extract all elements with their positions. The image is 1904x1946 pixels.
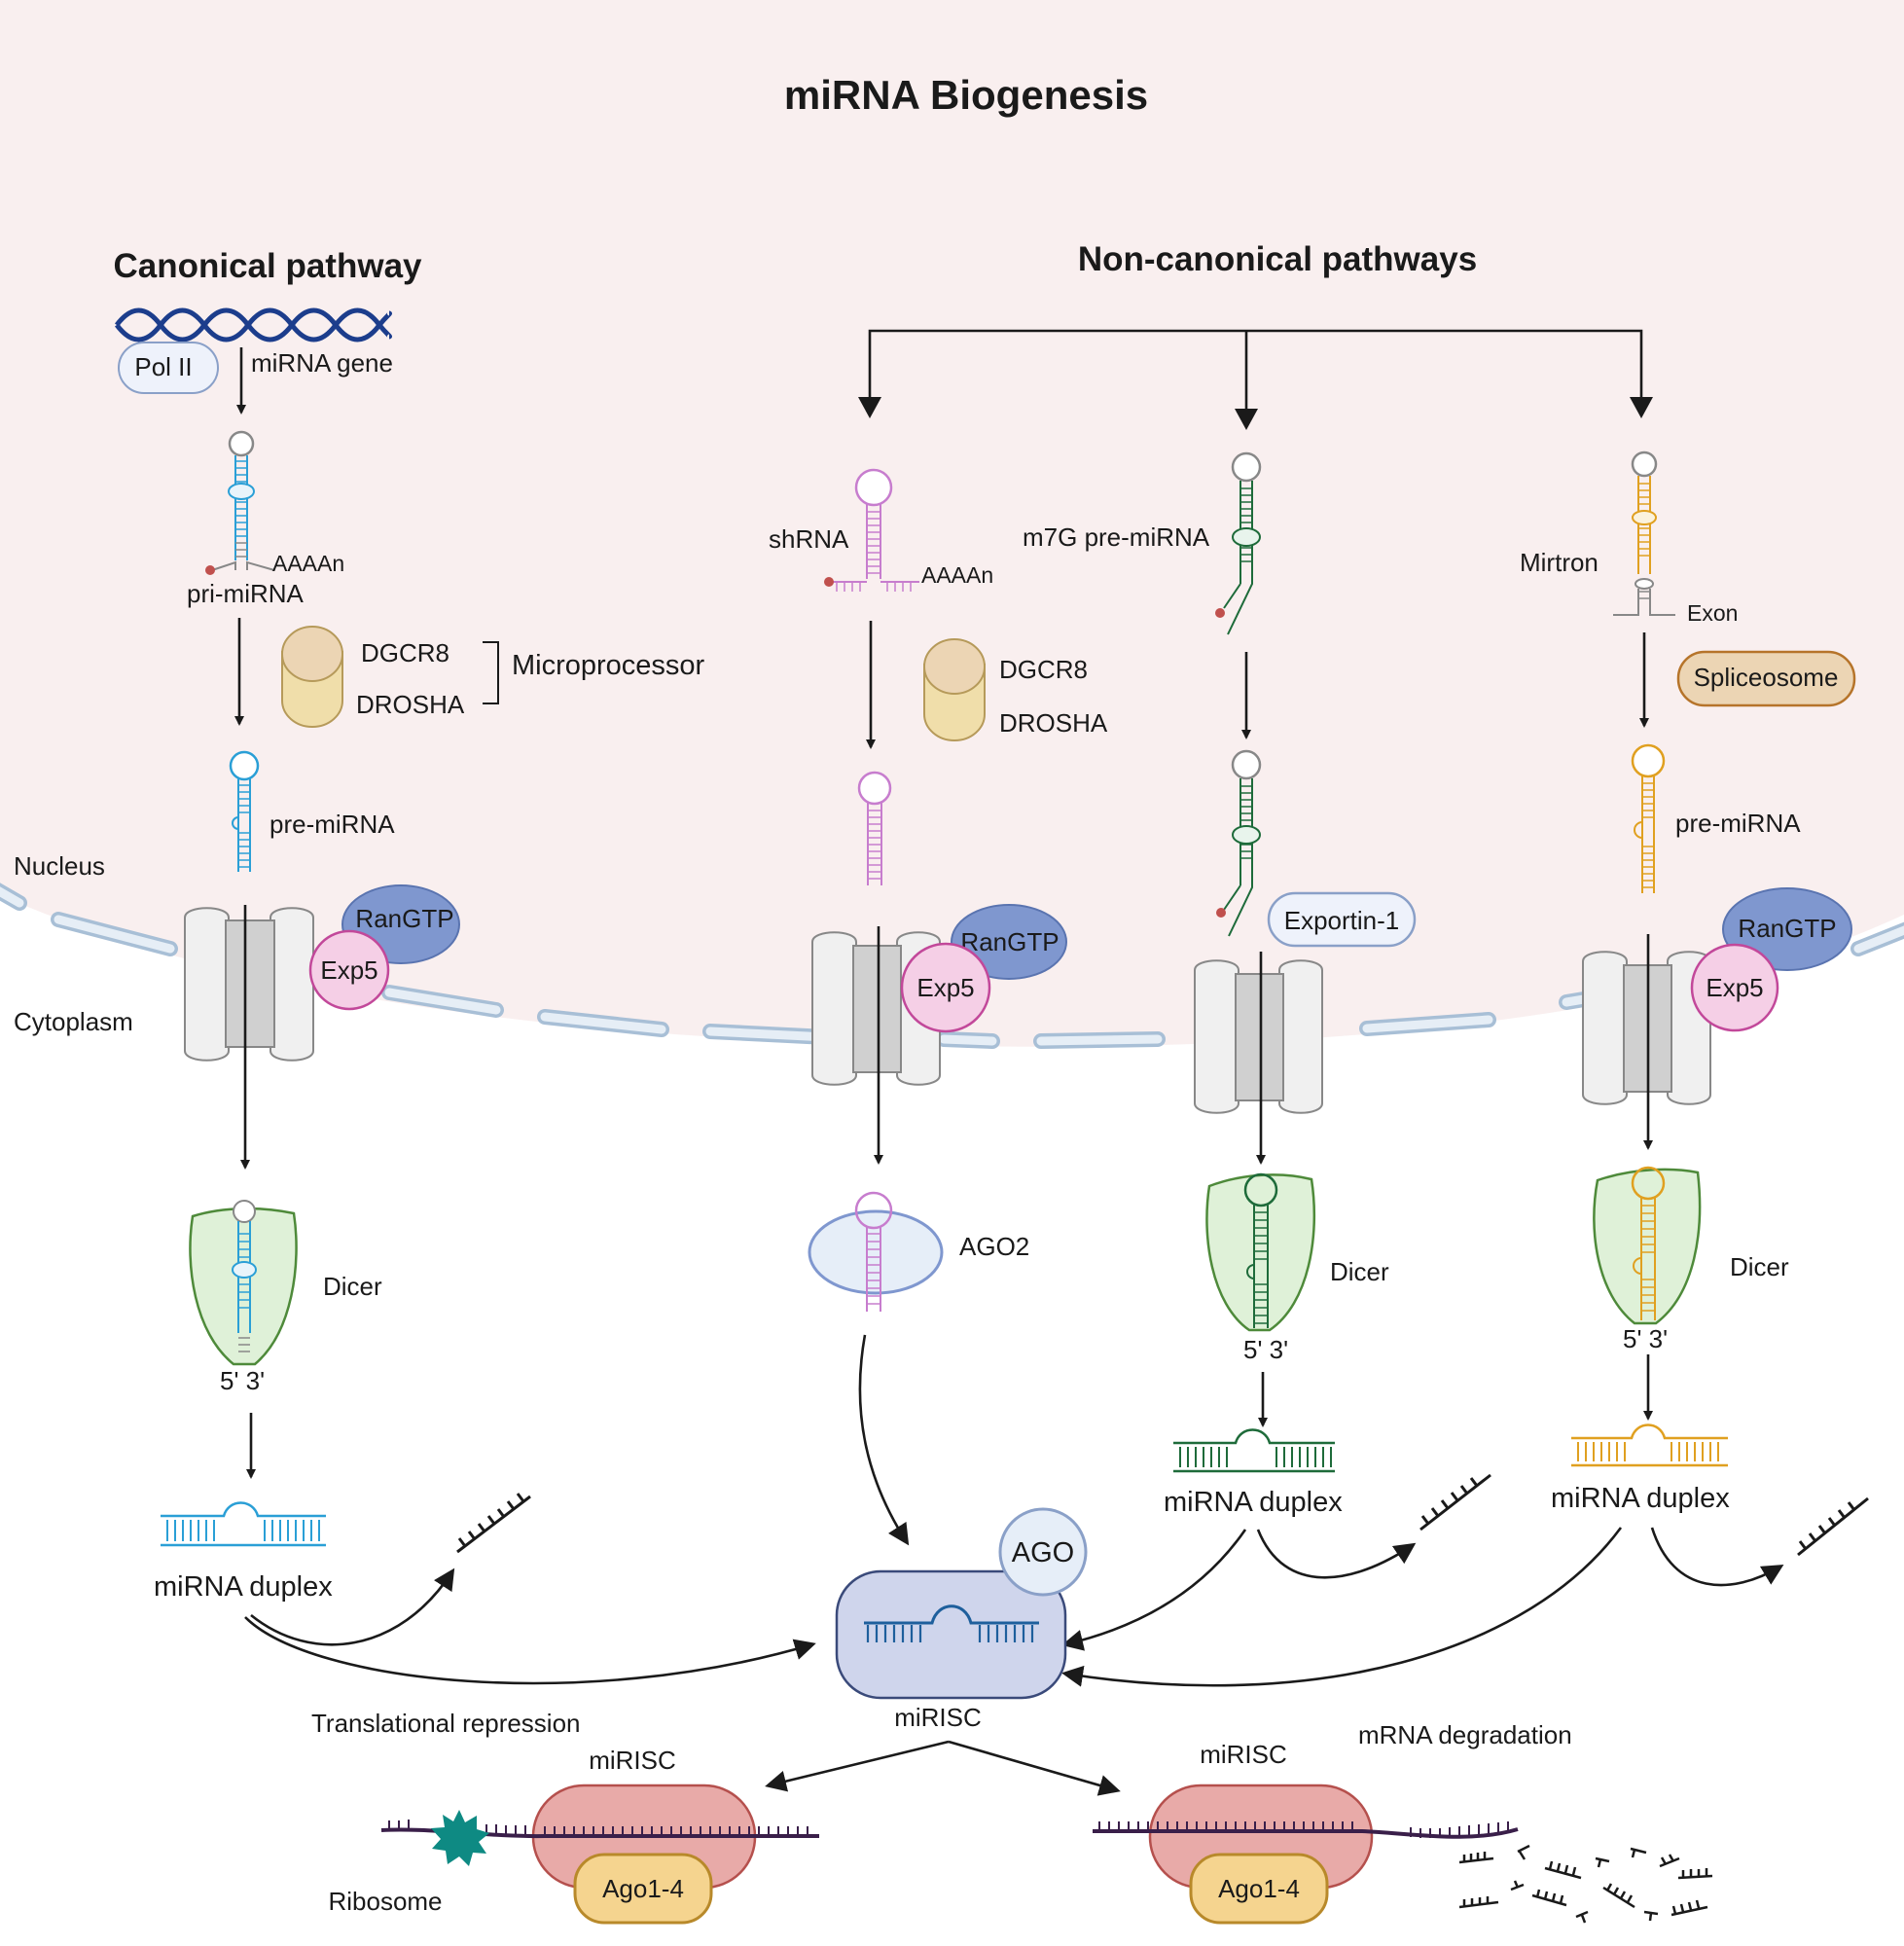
shrna-dgcr8-label: DGCR8 — [999, 655, 1088, 684]
pri-polya-label: AAAAn — [272, 551, 344, 576]
m7g-exported-hairpin — [1216, 749, 1262, 937]
ago14-left-badge: Ago1-4 — [573, 1853, 713, 1925]
ago2-complex — [808, 1191, 944, 1312]
svg-text:Exp5: Exp5 — [916, 973, 974, 1002]
spliceosome-badge: Spliceosome — [1676, 650, 1856, 707]
translational-repression-label: Translational repression — [311, 1709, 581, 1738]
non-canonical-heading: Non-canonical pathways — [1078, 240, 1477, 278]
canonical-pre-mirna-label: pre-miRNA — [269, 810, 395, 839]
m7g-label: m7G pre-miRNA — [1023, 523, 1210, 552]
arrow-mirtron-to-mirisc — [1061, 1527, 1623, 1687]
exp5-shrna: Exp5 — [900, 942, 991, 1033]
canonical-ends-label: 5' 3' — [220, 1366, 265, 1395]
svg-text:Ago1-4: Ago1-4 — [602, 1874, 684, 1903]
pol-ii-badge: Pol II — [118, 342, 219, 394]
mirisc-complex — [835, 1569, 1067, 1700]
repression-mirisc-label: miRISC — [589, 1746, 676, 1775]
arrow-canonical-to-mirisc — [244, 1616, 816, 1685]
dicer-m7g-label: Dicer — [1330, 1257, 1389, 1286]
mirtron-pre-mirna — [1631, 743, 1666, 893]
mrna-degradation-label: mRNA degradation — [1358, 1720, 1572, 1749]
degradation-mirisc-label: miRISC — [1200, 1740, 1287, 1769]
ago2-label: AGO2 — [959, 1232, 1029, 1261]
microprocessor-label: Microprocessor — [512, 650, 705, 681]
nuclear-pore-mirtron — [1582, 951, 1711, 1105]
nucleus-label: Nucleus — [14, 851, 105, 881]
arrow-mirisc-to-repression — [765, 1740, 950, 1792]
dicer-m7g — [1205, 1172, 1316, 1332]
nuclear-pore-canonical — [184, 907, 314, 1062]
shrna-hairpin — [824, 468, 919, 592]
dicer-mirtron — [1593, 1166, 1702, 1325]
arrow-canonical-discard — [250, 1568, 455, 1646]
ribosome-label: Ribosome — [328, 1887, 442, 1916]
dicer-canonical — [189, 1200, 298, 1366]
exp5-mirtron: Exp5 — [1690, 943, 1779, 1032]
svg-text:RanGTP: RanGTP — [355, 904, 453, 933]
cytoplasm-label: Cytoplasm — [14, 1007, 133, 1036]
ago-badge: AGO — [998, 1507, 1088, 1597]
svg-text:Exp5: Exp5 — [1706, 973, 1763, 1002]
degradation-mrna — [1093, 1821, 1519, 1839]
canonical-passenger-strand — [456, 1493, 531, 1554]
dicer-mirtron-label: Dicer — [1730, 1252, 1789, 1281]
arrow-mirtron-discard — [1650, 1527, 1784, 1587]
nuclear-pore-m7g — [1194, 959, 1323, 1114]
svg-text:RanGTP: RanGTP — [1738, 914, 1836, 943]
svg-text:Spliceosome: Spliceosome — [1694, 663, 1839, 692]
arrow-mirisc-to-degradation — [948, 1740, 1121, 1796]
svg-text:Exp5: Exp5 — [320, 955, 377, 985]
degraded-rna-fragments — [1458, 1844, 1713, 1924]
figure-title: miRNA Biogenesis — [784, 72, 1148, 118]
canonical-duplex-label: miRNA duplex — [154, 1571, 333, 1603]
svg-text:RanGTP: RanGTP — [960, 927, 1059, 956]
shrna-polya-label: AAAAn — [921, 562, 993, 588]
m7g-duplex-label: miRNA duplex — [1164, 1487, 1343, 1518]
ago14-right-badge: Ago1-4 — [1189, 1853, 1329, 1925]
m7g-ends-label: 5' 3' — [1243, 1335, 1288, 1364]
dicer-canonical-label: Dicer — [323, 1272, 382, 1301]
mirisc-label: miRISC — [894, 1703, 982, 1732]
mirtron-duplex-label: miRNA duplex — [1551, 1483, 1730, 1514]
ribosome-icon — [431, 1810, 489, 1866]
arrow-ago2-to-mirisc — [858, 1334, 910, 1546]
mirtron-passenger-strand — [1797, 1496, 1869, 1557]
dna-helix-icon — [115, 307, 392, 342]
mirtron-label: Mirtron — [1520, 548, 1599, 577]
exon-label: Exon — [1687, 600, 1738, 626]
svg-text:Pol II: Pol II — [134, 352, 192, 381]
microprocessor-complex — [281, 626, 343, 728]
non-canonical-branch — [858, 329, 1653, 430]
mirtron-pre-mirna-label: pre-miRNA — [1675, 809, 1801, 838]
drosha-label: DROSHA — [356, 690, 465, 719]
pri-mirna-label: pri-miRNA — [187, 579, 305, 608]
mirna-gene-label: miRNA gene — [251, 348, 393, 378]
shrna-label: shRNA — [769, 524, 849, 554]
svg-text:Exportin-1: Exportin-1 — [1284, 906, 1400, 935]
exp5-canonical: Exp5 — [308, 929, 390, 1011]
arrow-m7g-discard — [1256, 1529, 1417, 1579]
pri-mirna-hairpin — [205, 430, 275, 575]
svg-text:AGO: AGO — [1012, 1537, 1074, 1568]
mirtron-hairpin — [1613, 450, 1675, 616]
canonical-heading: Canonical pathway — [113, 247, 422, 285]
dgcr8-label: DGCR8 — [361, 638, 449, 667]
m7g-passenger-strand — [1419, 1473, 1491, 1532]
mirtron-mirna-duplex — [1571, 1423, 1728, 1467]
exportin-1-badge: Exportin-1 — [1267, 891, 1417, 948]
canonical-mirna-duplex — [161, 1501, 326, 1547]
svg-text:Ago1-4: Ago1-4 — [1218, 1874, 1300, 1903]
shrna-pre-mirna — [857, 771, 892, 885]
arrow-m7g-to-mirisc — [1061, 1529, 1247, 1651]
canonical-pre-mirna — [229, 750, 260, 872]
microprocessor-bracket — [483, 641, 499, 704]
nucleus-region — [0, 0, 1904, 1047]
m7g-pre-mirna-hairpin — [1215, 451, 1262, 635]
shrna-drosha-label: DROSHA — [999, 708, 1108, 738]
shrna-microprocessor — [923, 638, 986, 741]
m7g-mirna-duplex — [1173, 1428, 1335, 1473]
mirtron-ends-label: 5' 3' — [1623, 1324, 1668, 1353]
